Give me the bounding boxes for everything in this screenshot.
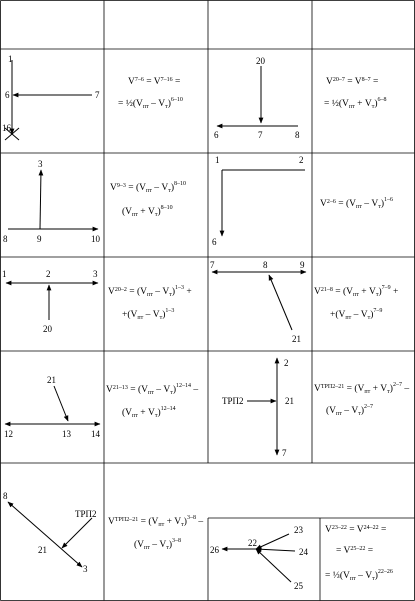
node-label: 9 — [300, 260, 305, 270]
formula-5: V20–2 = (Vпт – Vт)1–3 + +(Vпт – Vт)1–3 — [108, 285, 192, 321]
node-label: 7 — [258, 130, 263, 140]
svg-text:+(Vпт – Vт)1–3: +(Vпт – Vт)1–3 — [122, 308, 174, 321]
formula-3: V9–3 = (Vпт – Vт)8–10 (Vпт + Vт)8–10 — [110, 181, 186, 218]
formula-10: V23–22 = V24–22 = = V25–22 = = ⅓(Vпт – V… — [325, 525, 393, 582]
node-label: 26 — [210, 545, 220, 555]
vector-diagram-4: 1 2 6 — [212, 155, 305, 247]
node-label: 8 — [3, 491, 8, 501]
node-label: 21 — [285, 396, 294, 406]
node-label: 21 — [292, 334, 301, 344]
svg-text:(Vпт – Vт)3–8: (Vпт – Vт)3–8 — [134, 538, 181, 551]
formula-4: V2–6 = (Vпт – Vт)1–6 — [320, 197, 393, 210]
node-label: 8 — [295, 130, 300, 140]
formula-1: V7–6 = V7–16 = = ½(Vпт – Vт)6–10 — [118, 77, 183, 110]
vector-diagram-1: 1 6 7 16 — [2, 54, 100, 141]
vector-diagram-5: 1 2 3 20 — [2, 269, 99, 334]
vector-diagram-3: 3 8 9 10 — [3, 159, 101, 244]
node-label: 1 — [215, 155, 220, 165]
svg-text:(Vпт + Vт)12–14: (Vпт + Vт)12–14 — [122, 406, 176, 419]
node-label: 16 — [2, 123, 12, 133]
node-label: 20 — [43, 324, 53, 334]
node-label: 12 — [4, 429, 13, 439]
node-label: 8 — [263, 260, 268, 270]
node-label: 7 — [210, 260, 215, 270]
node-label: 2 — [284, 358, 289, 368]
node-label: 25 — [294, 581, 304, 591]
node-label: 1 — [2, 269, 7, 279]
svg-text:(Vпт + Vт)8–10: (Vпт + Vт)8–10 — [122, 205, 173, 218]
svg-text:= ⅓(Vпт – Vт)22–26: = ⅓(Vпт – Vт)22–26 — [325, 569, 393, 582]
formula-8: VТРП2–21 = (Vпт + Vт)2–7 – (Vпт – Vт)2–7 — [314, 382, 409, 417]
node-label: ТРП2 — [222, 396, 244, 406]
svg-text:VТРП2–21 = (Vпт + Vт)3–8 –: VТРП2–21 = (Vпт + Vт)3–8 – — [108, 515, 203, 528]
svg-text:(Vпт – Vт)2–7: (Vпт – Vт)2–7 — [326, 404, 373, 417]
node-label: 3 — [93, 269, 98, 279]
node-label: 1 — [8, 54, 13, 64]
node-label: 23 — [294, 525, 304, 535]
node-label: 6 — [5, 90, 10, 100]
formula-7: V21–13 = (Vпт – Vт)12–14 – (Vпт + Vт)12–… — [106, 383, 198, 419]
svg-text:V9–3 = (Vпт – Vт)8–10: V9–3 = (Vпт – Vт)8–10 — [110, 181, 186, 194]
svg-text:V21–13 = (Vпт – Vт)12–14 –: V21–13 = (Vпт – Vт)12–14 – — [106, 383, 198, 396]
svg-text:+(Vпт – Vт)7–9: +(Vпт – Vт)7–9 — [330, 308, 382, 321]
vector-diagram-2: 20 6 7 8 — [214, 56, 300, 140]
svg-text:V20–2 = (Vпт – Vт)1–3 +: V20–2 = (Vпт – Vт)1–3 + — [108, 285, 192, 298]
node-label: ТРП2 — [75, 509, 97, 519]
node-label: 6 — [214, 130, 219, 140]
node-label: 2 — [299, 155, 304, 165]
vector-diagram-10: 23 26 22 24 25 — [210, 525, 309, 591]
vector-diagram-9: 8 ТРП2 21 3 — [3, 491, 97, 574]
node-label: 14 — [91, 429, 101, 439]
svg-text:V7–6 = V7–16 =: V7–6 = V7–16 = — [128, 77, 180, 87]
svg-text:= V25–22 =: = V25–22 = — [336, 546, 373, 556]
vector-diagram-7: 21 12 13 14 — [4, 375, 101, 439]
node-label: 10 — [91, 234, 101, 244]
node-label: 9 — [37, 234, 42, 244]
vector-diagram-8: 2 ТРП2 21 7 — [222, 357, 294, 458]
node-label: 2 — [46, 269, 51, 279]
node-label: 8 — [3, 234, 8, 244]
vector-diagram-6: 7 8 9 21 — [210, 260, 307, 344]
node-label: 21 — [38, 545, 47, 555]
svg-text:V23–22 = V24–22 =: V23–22 = V24–22 = — [325, 525, 386, 535]
node-label: 22 — [248, 538, 257, 548]
node-label: 7 — [282, 448, 287, 458]
formula-2: V20–7 = V8–7 = = ½(Vпт + Vт)6–8 — [324, 77, 387, 110]
node-label: 6 — [212, 237, 217, 247]
svg-text:V20–7 = V8–7 =: V20–7 = V8–7 = — [326, 77, 378, 87]
svg-text:= ½(Vпт + Vт)6–8: = ½(Vпт + Vт)6–8 — [324, 97, 387, 110]
node-label: 21 — [47, 375, 56, 385]
svg-text:V21–8 = (Vпт + Vт)7–9 +: V21–8 = (Vпт + Vт)7–9 + — [314, 285, 398, 298]
formula-6: V21–8 = (Vпт + Vт)7–9 + +(Vпт – Vт)7–9 — [314, 285, 398, 321]
formula-9: VТРП2–21 = (Vпт + Vт)3–8 – (Vпт – Vт)3–8 — [108, 515, 203, 551]
node-label: 3 — [83, 564, 88, 574]
node-label: 7 — [95, 90, 100, 100]
svg-text:VТРП2–21 = (Vпт + Vт)2–7 –: VТРП2–21 = (Vпт + Vт)2–7 – — [314, 382, 409, 395]
node-label: 24 — [299, 547, 309, 557]
svg-text:V2–6 = (Vпт – Vт)1–6: V2–6 = (Vпт – Vт)1–6 — [320, 197, 393, 210]
node-label: 20 — [256, 56, 266, 66]
svg-text:= ½(Vпт – Vт)6–10: = ½(Vпт – Vт)6–10 — [118, 97, 183, 110]
node-label: 13 — [62, 429, 72, 439]
node-label: 3 — [38, 159, 43, 169]
